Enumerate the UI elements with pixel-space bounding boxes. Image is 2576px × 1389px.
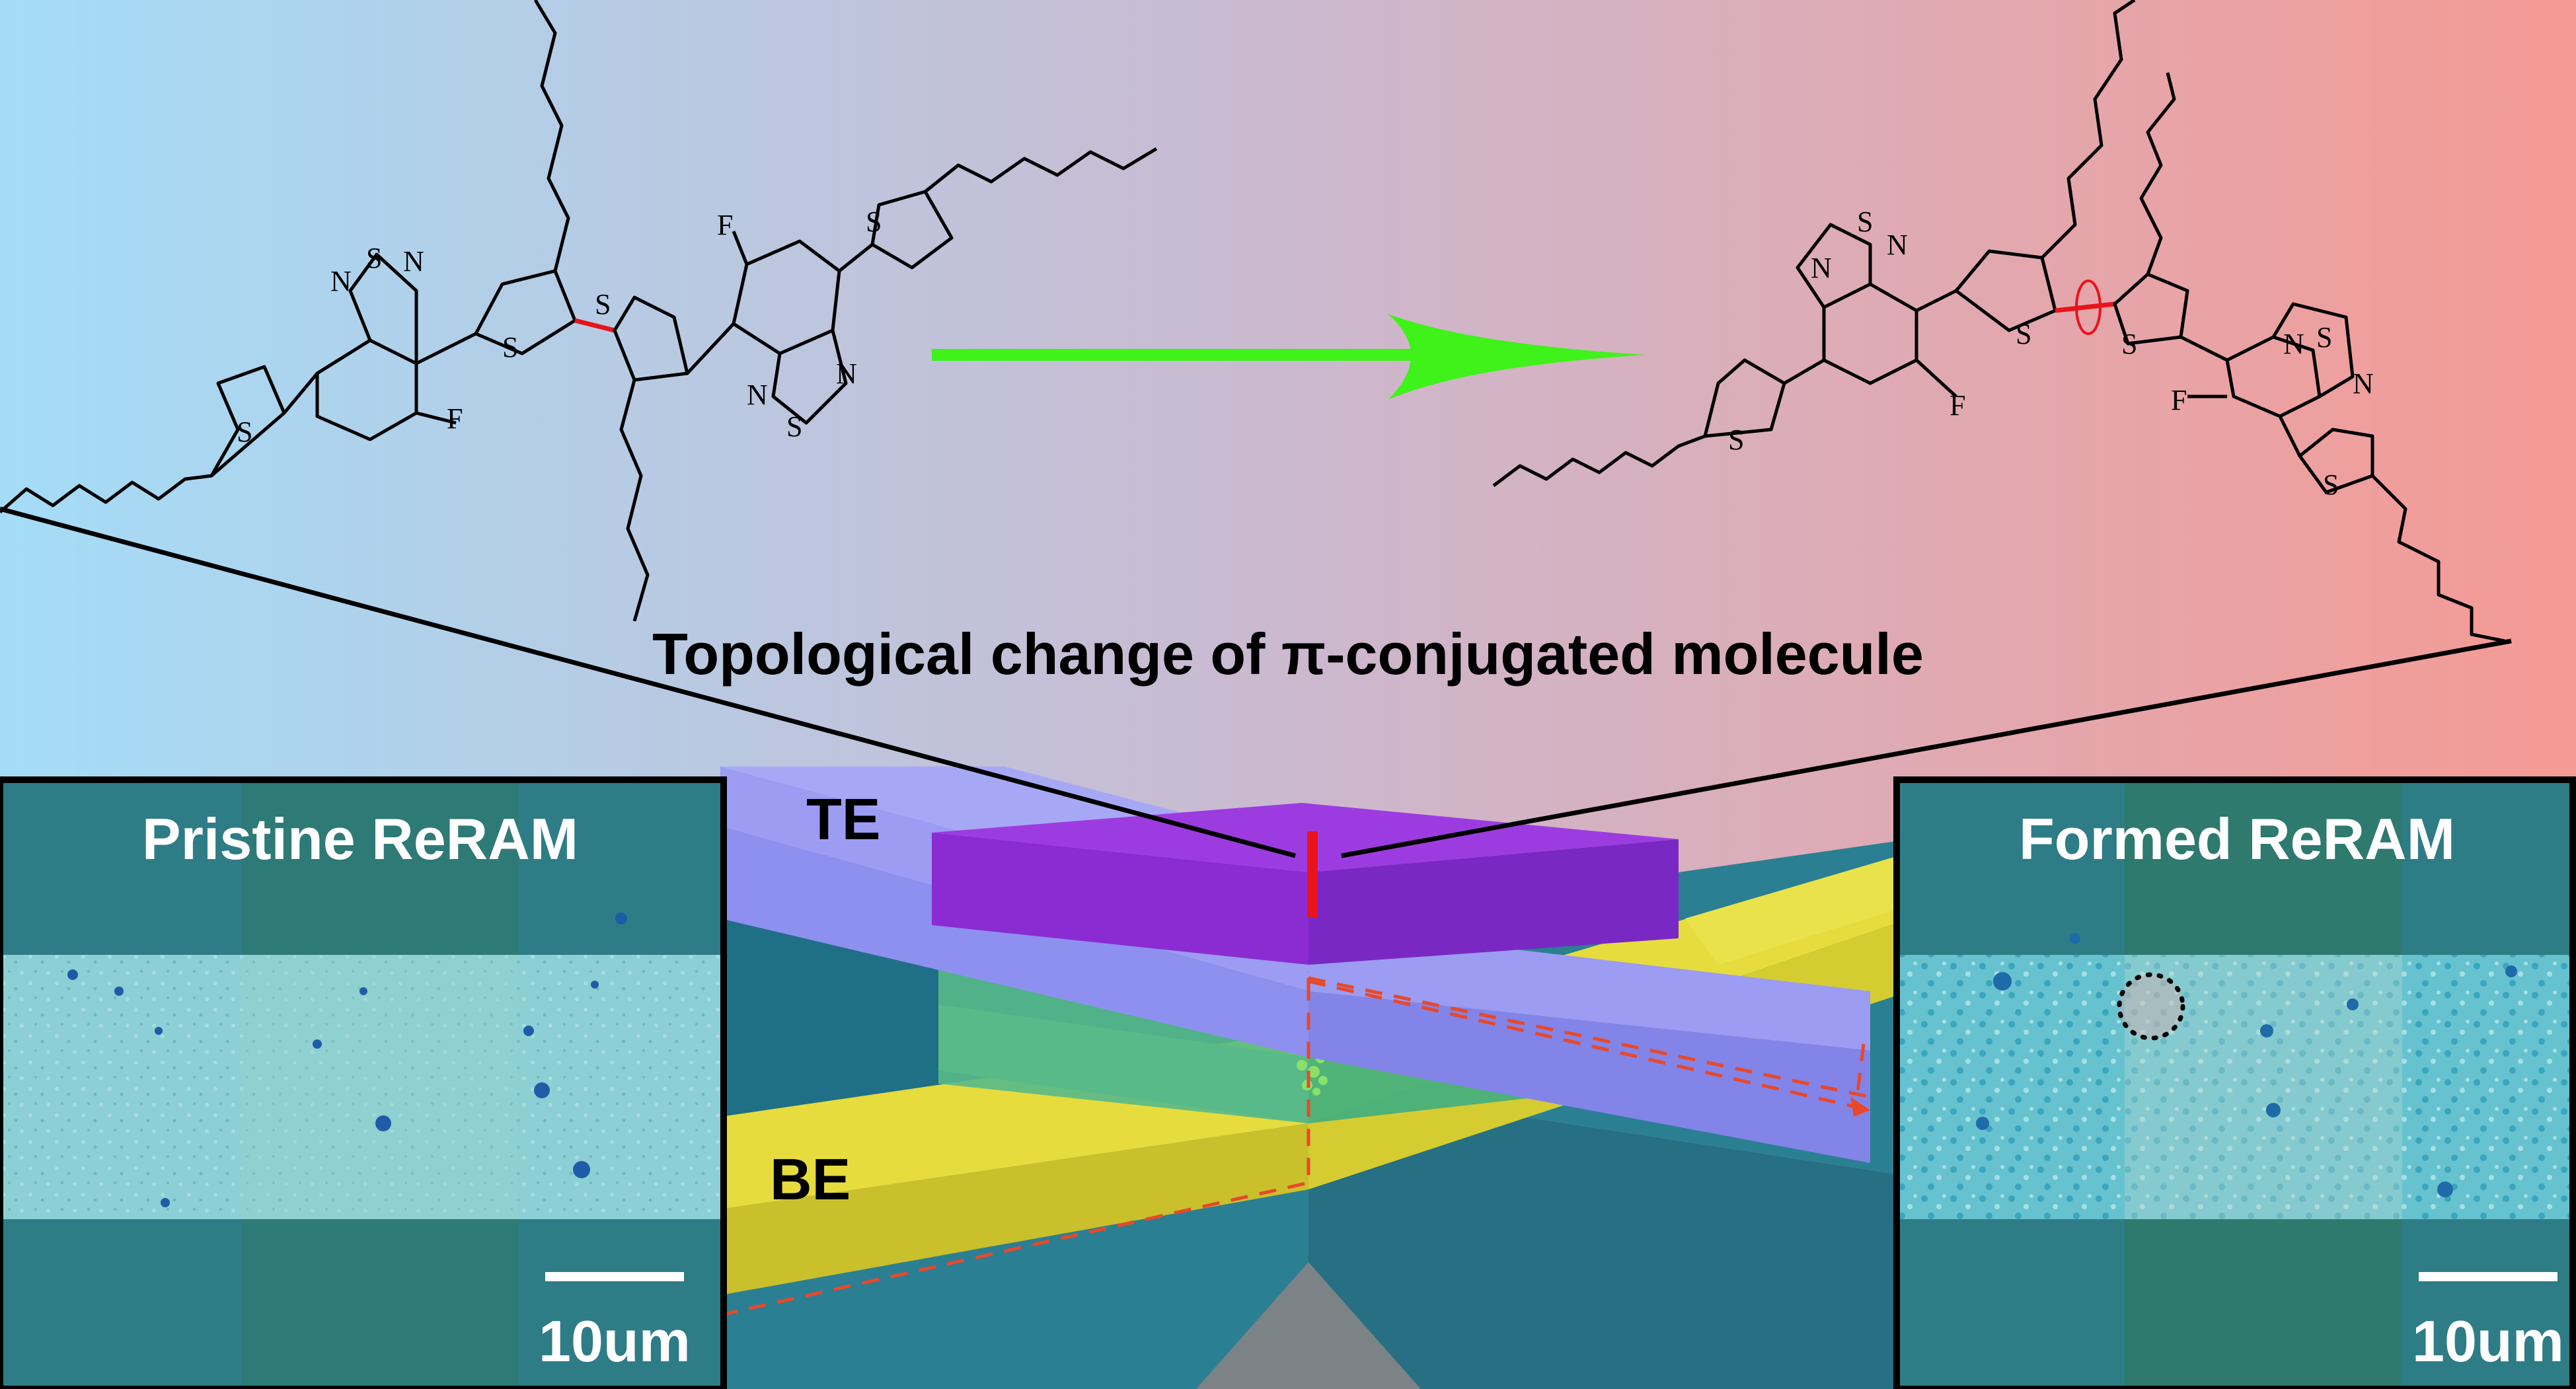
sem-defects [67, 913, 627, 1207]
atom-f: F [1950, 389, 1965, 422]
top-electrode-front [720, 826, 1308, 1057]
pristine-molecule-atoms: S S N N F S S F N N S S [237, 206, 882, 448]
atom-s: S [2316, 321, 2332, 354]
formed-sem-panel: Formed ReRAM 10um [1893, 776, 2576, 1389]
substrate-right-face [1308, 1084, 1910, 1389]
atom-n: N [403, 245, 424, 278]
scale-bar [2419, 1272, 2557, 1281]
device-schematic: TE BE [720, 767, 1910, 1389]
atom-s: S [366, 242, 382, 274]
panel-title: Pristine ReRAM [142, 806, 578, 872]
atom-n: N [747, 379, 768, 411]
atom-n: N [1887, 229, 1908, 261]
scale-bar-label: 10um [2412, 1308, 2564, 1374]
atom-s: S [786, 410, 802, 443]
top-pad-right [1308, 839, 1679, 965]
bottom-electrode-rear [1685, 852, 1910, 965]
substrate-corner [1196, 1262, 1421, 1389]
figure-caption: Topological change of π-conjugated molec… [652, 621, 1924, 687]
current-path-arrow [1308, 979, 1871, 1112]
atom-s: S [2323, 469, 2339, 501]
top-pad-top [932, 803, 1679, 872]
panel-title: Formed ReRAM [2019, 806, 2455, 872]
pristine-sem-panel: Pristine ReRAM 10um [0, 776, 727, 1389]
sem-electrode-strip [1900, 955, 2569, 1219]
pristine-molecule [0, 0, 1158, 622]
atom-s: S [2016, 318, 2031, 350]
bottom-electrode-front [720, 1123, 1308, 1295]
atom-s: S [1857, 206, 1873, 238]
top-electrode-top [720, 767, 1870, 1051]
atom-n: N [1811, 252, 1832, 284]
atom-n: N [836, 357, 857, 390]
atom-f: F [717, 209, 733, 241]
atom-s: S [595, 288, 611, 320]
sem-strip-highlight [2125, 955, 2402, 1219]
atom-s: S [237, 416, 252, 448]
top-electrode-label: TE [806, 786, 880, 852]
atom-n: N [2283, 328, 2304, 360]
top-pad-left [932, 833, 1308, 965]
atom-f: F [2171, 384, 2187, 416]
top-electrode-side [1308, 991, 1870, 1163]
atom-s: S [502, 331, 518, 363]
zoom-line-right [1341, 638, 2512, 858]
formed-molecule [1492, 0, 2505, 643]
atom-s: S [2121, 328, 2137, 360]
atom-n: N [330, 265, 352, 297]
scale-bar-label: 10um [539, 1308, 691, 1374]
bottom-electrode-label: BE [770, 1146, 851, 1212]
atom-f: F [447, 402, 463, 435]
formed-molecule-atoms: S S N N F S S F N S N S [1728, 206, 2374, 501]
sem-strip-highlight [241, 955, 519, 1219]
zoom-line-left [0, 506, 1296, 858]
sem-defects [1976, 933, 2517, 1197]
transformation-arrow [932, 314, 1646, 400]
current-path-right [1855, 1043, 1866, 1098]
atom-n: N [2353, 367, 2374, 400]
filament-location-marker [2117, 972, 2185, 1041]
atom-s: S [866, 206, 882, 238]
highlight-bond-marker [1307, 831, 1318, 917]
current-arrow-head [1850, 1097, 1870, 1117]
sem-electrode-strip [3, 955, 720, 1219]
scale-bar [545, 1272, 684, 1281]
atom-s: S [1728, 424, 1744, 456]
